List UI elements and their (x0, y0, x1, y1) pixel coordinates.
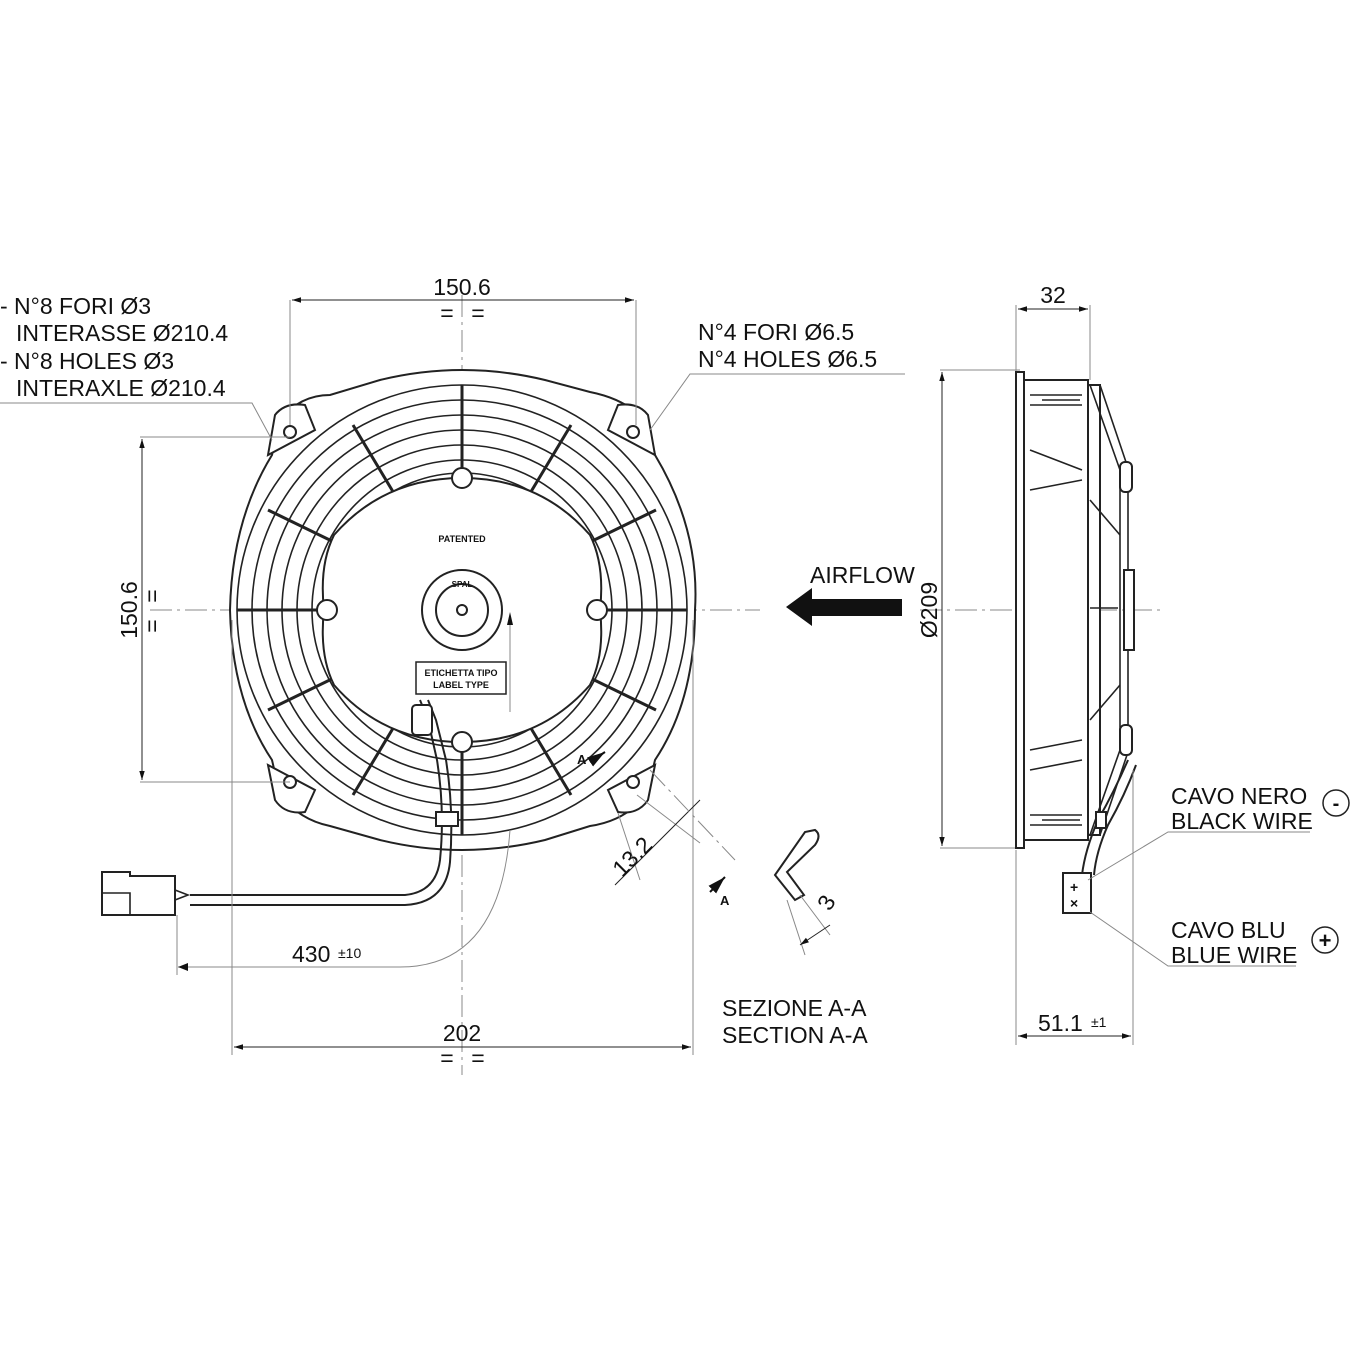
airflow-label: AIRFLOW (810, 562, 915, 588)
svg-text:=: = (471, 1045, 484, 1071)
section-marker-a2: A (720, 893, 730, 908)
svg-text:CAVO BLU: CAVO BLU (1171, 917, 1286, 943)
dim-cable-value: 430 (292, 941, 330, 967)
dim-thickness-value: 3 (812, 890, 841, 914)
svg-text:INTERASSE Ø210.4: INTERASSE Ø210.4 (16, 320, 228, 346)
dim-left-150-6: 150.6 = = (116, 436, 290, 783)
fixing-hole-icon (626, 425, 640, 439)
svg-text:+: + (1070, 879, 1078, 895)
svg-text:- N°8 FORI Ø3: - N°8 FORI Ø3 (0, 293, 151, 319)
label-type-box (415, 661, 507, 695)
cable-grommet (411, 704, 433, 736)
fixing-holes-note: N°4 FORI Ø6.5 N°4 HOLES Ø6.5 (649, 319, 905, 431)
section-marker-a: A (577, 752, 587, 767)
screw-icon (316, 599, 338, 621)
svg-text:N°4 FORI Ø6.5: N°4 FORI Ø6.5 (698, 319, 854, 345)
dim-bottom-202: 202 = = (231, 620, 694, 1071)
connector-icon (101, 871, 176, 916)
hub-shaft (456, 604, 468, 616)
dim-depth-top-value: 32 (1040, 282, 1066, 308)
grille-spokes (237, 385, 687, 835)
airflow-arrow-icon (786, 588, 902, 626)
dim-left-value: 150.6 (116, 581, 142, 639)
dim-top-value: 150.6 (433, 274, 491, 300)
dim-cable-tolerance: ±10 (338, 945, 361, 961)
plus-polarity-icon (1311, 926, 1339, 954)
section-title-it: SEZIONE A-A (722, 995, 867, 1021)
minus-polarity-icon (1322, 789, 1350, 817)
svg-text:+: + (1319, 928, 1332, 953)
screw-icon (451, 467, 473, 489)
brand-logo: SPAL (452, 580, 473, 589)
cable (190, 699, 443, 896)
cable-clip (435, 811, 459, 827)
svg-text:BLACK WIRE: BLACK WIRE (1171, 808, 1313, 834)
label-box-line2: LABEL TYPE (433, 680, 489, 690)
screw-icon (451, 731, 473, 753)
label-box-line1: ETICHETTA TIPO (425, 668, 498, 678)
side-connector-icon (1062, 872, 1092, 914)
section-a-a: 3 SEZIONE A-A SECTION A-A (722, 828, 868, 1048)
dim-depth-total-value: 51.1 (1038, 1010, 1083, 1036)
section-profile (773, 828, 820, 902)
front-view: PATENTED SPAL ETICHETTA TIPO LABEL TYPE … (101, 295, 760, 1075)
svg-text:N°4 HOLES Ø6.5: N°4 HOLES Ø6.5 (698, 346, 877, 372)
svg-text:- N°8 HOLES Ø3: - N°8 HOLES Ø3 (0, 348, 174, 374)
svg-text:-: - (1333, 793, 1340, 815)
dim-bottom-value: 202 (443, 1020, 481, 1046)
svg-text:=: = (139, 589, 165, 602)
mounting-holes-note: - N°8 FORI Ø3 INTERASSE Ø210.4 - N°8 HOL… (0, 293, 273, 441)
blue-wire-callout: CAVO BLU BLUE WIRE + (1089, 911, 1339, 968)
svg-text:=: = (440, 300, 453, 326)
section-title-en: SECTION A-A (722, 1022, 868, 1048)
dim-top-150-6: 150.6 = = (289, 274, 637, 425)
svg-text:=: = (471, 300, 484, 326)
svg-text:=: = (139, 619, 165, 632)
black-wire-callout: CAVO NERO BLACK WIRE - (1087, 783, 1350, 881)
dim-depth-tolerance: ±1 (1091, 1014, 1107, 1030)
svg-text:INTERAXLE Ø210.4: INTERAXLE Ø210.4 (16, 375, 226, 401)
screw-icon (586, 599, 608, 621)
svg-text:BLUE WIRE: BLUE WIRE (1171, 942, 1298, 968)
fan-side-profile (1015, 371, 1135, 849)
side-view: AIRFLOW Ø209 32 (786, 282, 1160, 1045)
dim-offset-value: 13.2 (607, 831, 657, 881)
fixing-hole-icon (626, 775, 640, 789)
patented-text: PATENTED (438, 534, 486, 544)
svg-text:=: = (440, 1045, 453, 1071)
dim-cable-430: 430 ±10 (176, 829, 511, 975)
dim-diameter-value: Ø209 (916, 582, 942, 638)
fixing-hole-icon (283, 425, 297, 439)
svg-text:CAVO NERO: CAVO NERO (1171, 783, 1307, 809)
svg-text:×: × (1070, 895, 1078, 911)
